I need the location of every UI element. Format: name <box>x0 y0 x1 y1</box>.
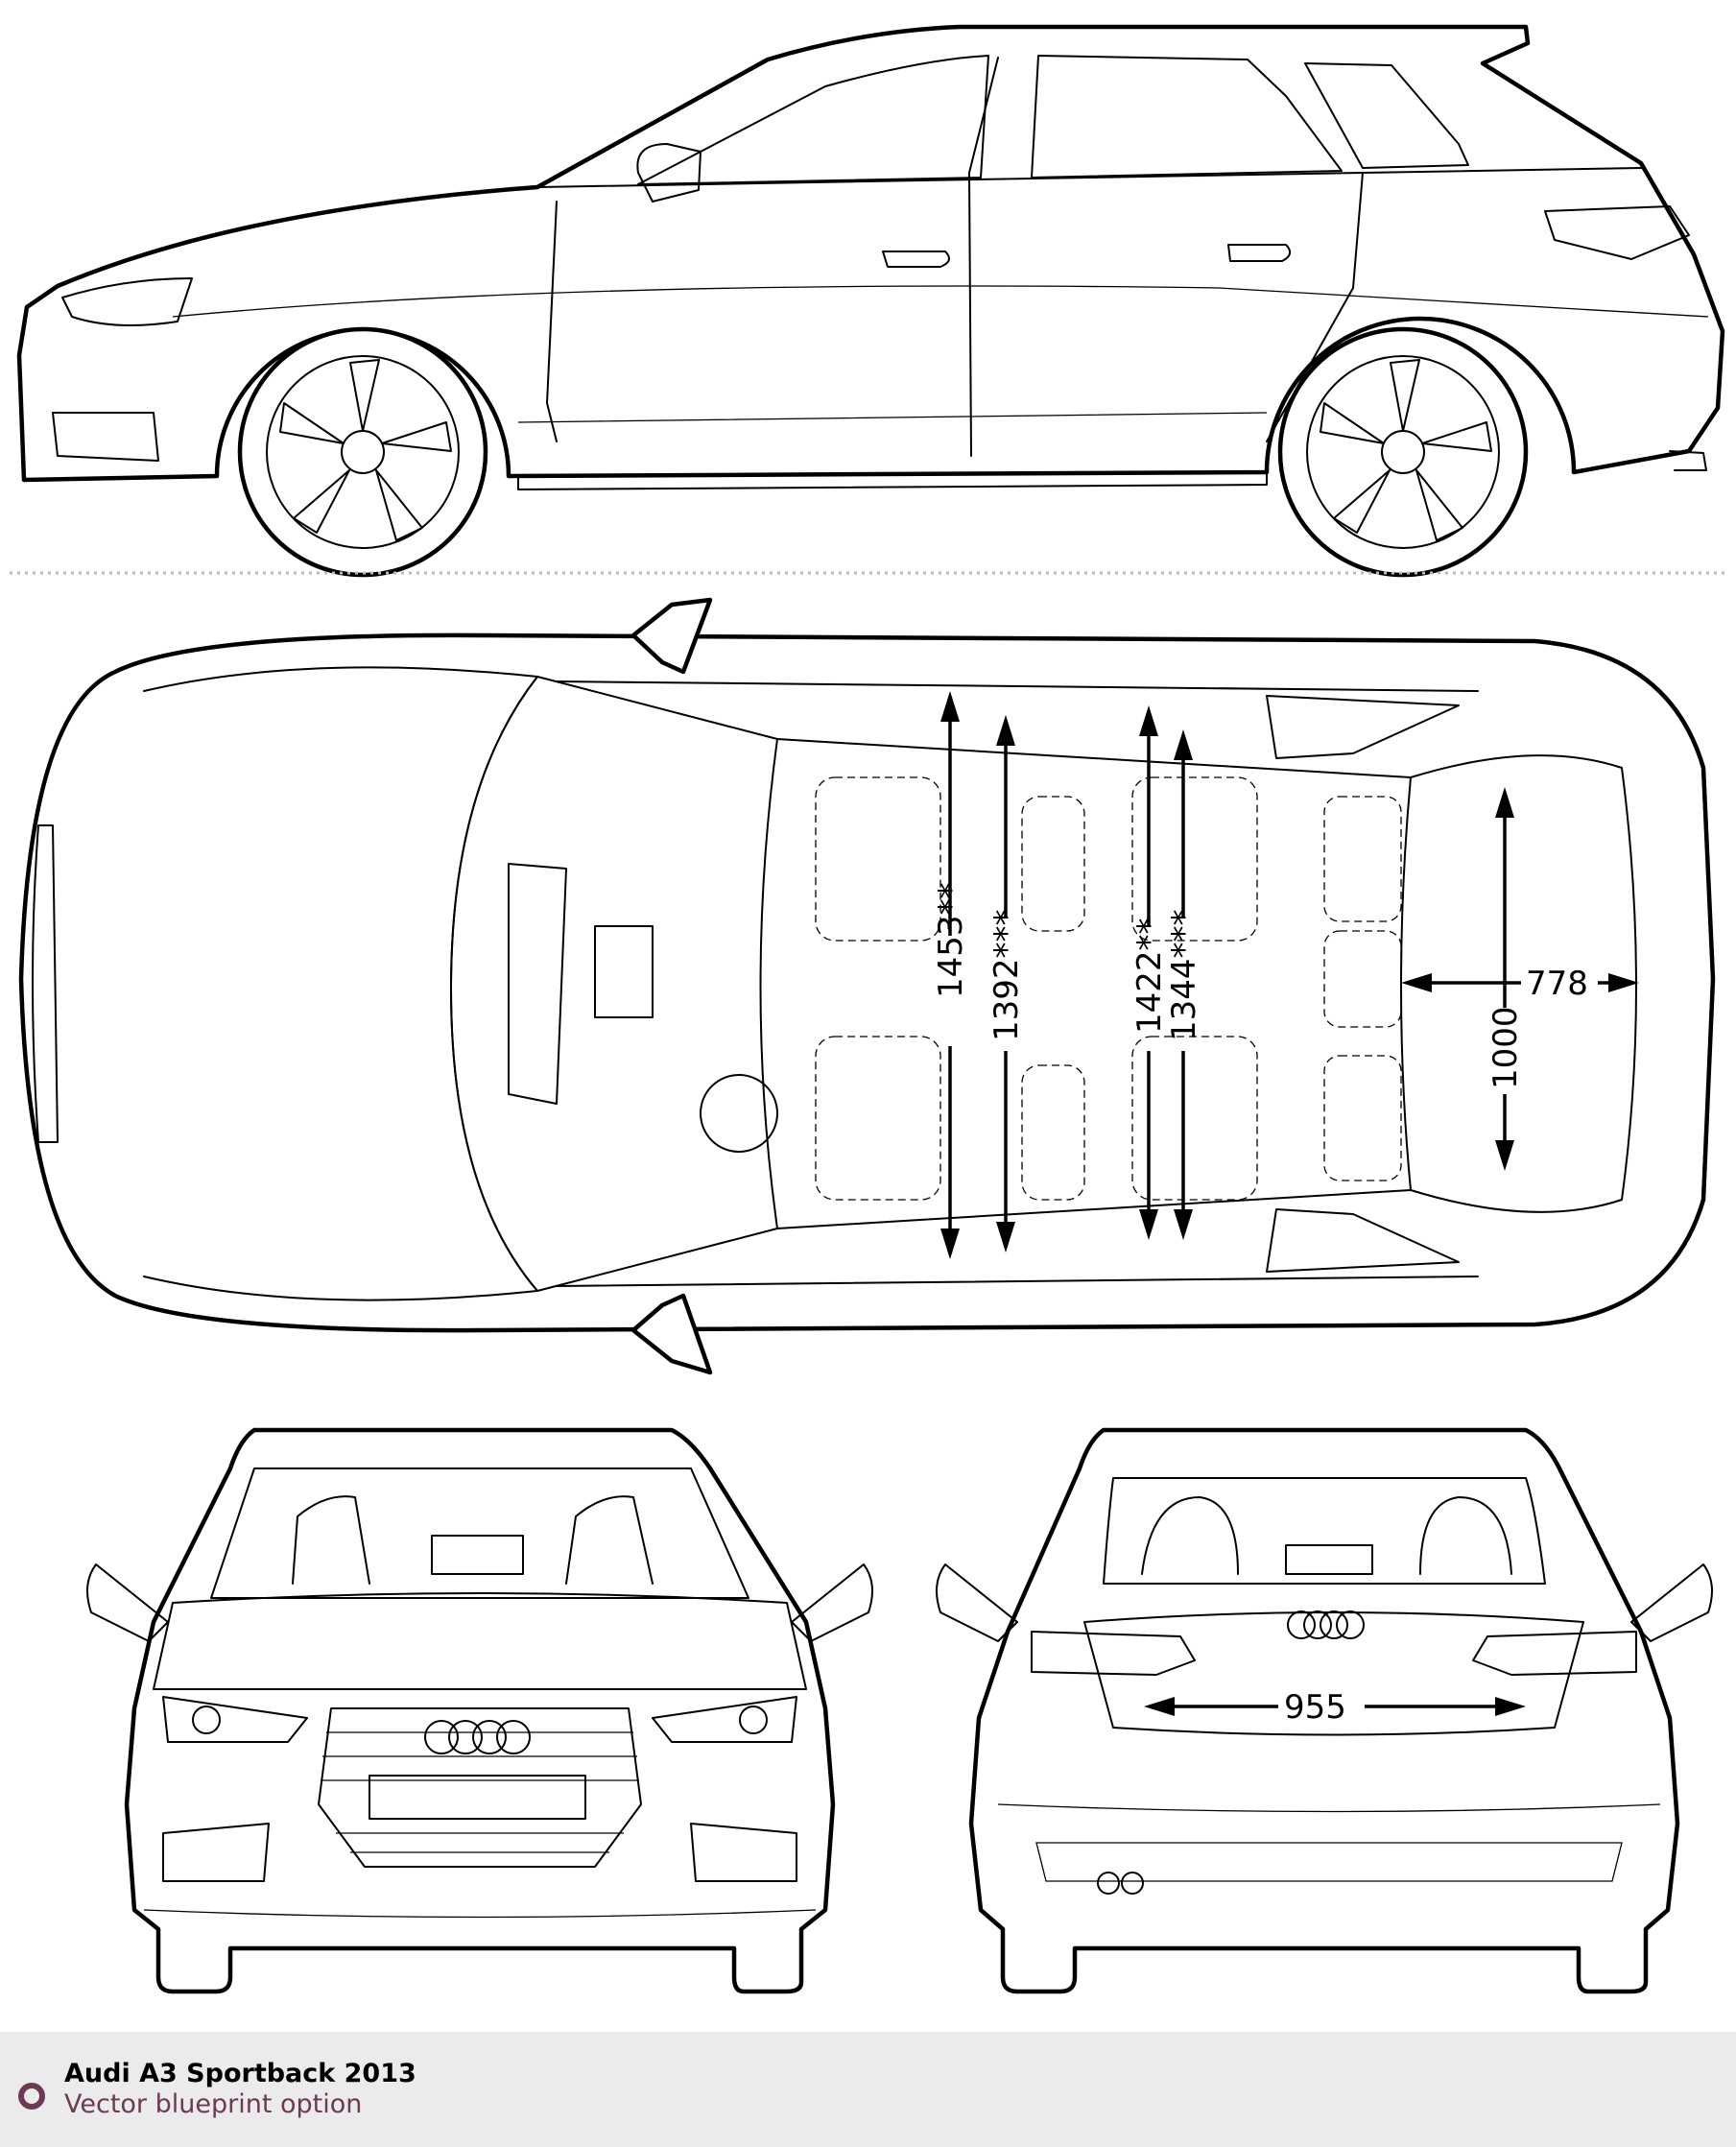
front-seats <box>292 1495 654 1585</box>
front-license-plate <box>369 1775 586 1820</box>
rear-window <box>1103 1477 1546 1585</box>
dimension-trunk-width: 1000 <box>1486 787 1525 1171</box>
side-headlight <box>61 277 193 326</box>
rear-mirror-left <box>936 1563 1018 1642</box>
front-headlamp-right <box>739 1706 768 1734</box>
top-roof <box>776 738 1412 1229</box>
front-view <box>86 1427 873 1994</box>
steering-wheel <box>700 1074 778 1153</box>
top-view: 1453** 1392*** 1422** 1344*** 778 <box>18 597 1716 1375</box>
side-sill <box>517 471 1268 490</box>
rear-taillight-left <box>1031 1631 1196 1676</box>
dimension-front-shoulder: 1453** <box>932 691 970 1259</box>
dimension-label-778: 778 <box>1526 965 1588 1003</box>
front-mirror-right <box>791 1563 873 1642</box>
audi-rings-logo-front <box>424 1720 531 1754</box>
side-exhaust <box>1669 450 1707 471</box>
top-dashboard <box>508 863 654 1105</box>
side-taillight <box>1544 205 1690 260</box>
dimension-tailgate-width: 955 <box>1144 1688 1526 1727</box>
front-grille-bars <box>321 1731 639 1853</box>
front-hood <box>153 1592 807 1690</box>
blueprint-drawing: 1453** 1392*** 1422** 1344*** 778 <box>10 24 1726 1994</box>
rear-taillight-right <box>1472 1631 1637 1676</box>
front-headlight-left <box>162 1696 308 1743</box>
door-handle-front <box>882 250 950 268</box>
top-body-outline <box>18 632 1716 1333</box>
side-fog-intake <box>52 412 159 462</box>
front-fog-intakes <box>162 1823 797 1882</box>
dimension-label-1422: 1422** <box>1130 918 1169 1034</box>
side-window-front <box>637 55 989 185</box>
rear-body-outline <box>968 1427 1680 1994</box>
rear-seats <box>1141 1496 1512 1575</box>
dimension-label-1000: 1000 <box>1486 1006 1525 1089</box>
top-sunroof <box>1266 695 1460 1273</box>
top-mirror-left <box>630 597 713 675</box>
front-mirror-left <box>86 1563 169 1642</box>
dimension-label-1344: 1344*** <box>1165 909 1203 1041</box>
rear-tailgate <box>1083 1611 1584 1736</box>
dimension-label-955: 955 <box>1284 1688 1346 1727</box>
exhaust-right <box>1121 1872 1144 1895</box>
top-front-grille <box>32 824 59 1143</box>
front-grille <box>318 1707 642 1868</box>
interior-seats <box>815 776 1402 1201</box>
front-body-outline <box>124 1427 836 1994</box>
footer-caption: Audi A3 Sportback 2013 Vector blueprint … <box>0 2032 1736 2147</box>
dimension-label-1453: 1453** <box>932 882 970 998</box>
side-window-quarter <box>1304 62 1469 169</box>
front-windshield <box>210 1467 749 1599</box>
rear-wheel <box>1277 326 1529 578</box>
dimension-rear-hip: 1344*** <box>1165 729 1203 1240</box>
top-rear-window <box>1410 754 1637 1213</box>
ring-bullet-icon <box>18 2083 45 2110</box>
blueprint-subtitle: Vector blueprint option <box>64 2089 363 2119</box>
top-mirror-right <box>630 1293 713 1375</box>
dimension-front-hip: 1392*** <box>987 715 1026 1252</box>
blueprint-title: Audi A3 Sportback 2013 <box>64 2059 416 2088</box>
door-handle-rear <box>1227 244 1292 262</box>
top-roof-rails <box>556 680 1479 1287</box>
side-window-rear <box>1031 55 1343 179</box>
front-wheel <box>237 326 488 578</box>
front-headlight-right <box>652 1696 797 1743</box>
side-mirror <box>636 143 702 203</box>
dimension-rear-shoulder: 1422** <box>1130 705 1169 1240</box>
top-windshield <box>450 676 778 1292</box>
side-view <box>16 24 1725 578</box>
front-headlamp-left <box>192 1706 221 1734</box>
front-bumper-line <box>143 1909 817 1919</box>
dimension-label-1392: 1392*** <box>987 909 1026 1041</box>
exhaust-left <box>1097 1872 1120 1895</box>
side-character-line <box>172 285 1709 423</box>
rear-mirror-right <box>1630 1563 1713 1642</box>
rear-view: 955 <box>936 1427 1713 1994</box>
rear-bumper <box>997 1803 1661 1882</box>
audi-rings-logo-rear <box>1287 1610 1365 1639</box>
